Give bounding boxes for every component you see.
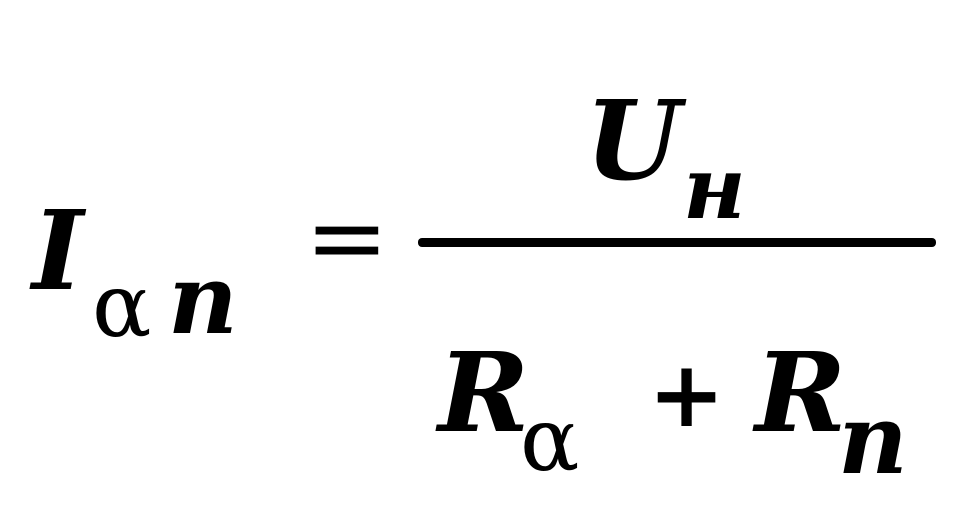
- lhs-subscript-alpha: α: [92, 254, 152, 357]
- denominator-term-2-symbol: R: [755, 328, 847, 457]
- numerator-symbol: U: [585, 76, 681, 205]
- lhs-subscript-n: n: [168, 243, 238, 356]
- denominator-term-1-subscript: α: [520, 388, 580, 491]
- denominator-term-2-subscript: n: [838, 383, 908, 496]
- equals-sign: =: [305, 179, 389, 296]
- fraction-bar: [418, 238, 936, 247]
- denominator-term-1-symbol: R: [438, 328, 530, 457]
- lhs-symbol: I: [32, 186, 84, 315]
- plus-sign: +: [648, 340, 726, 448]
- numerator-subscript: н: [683, 138, 746, 239]
